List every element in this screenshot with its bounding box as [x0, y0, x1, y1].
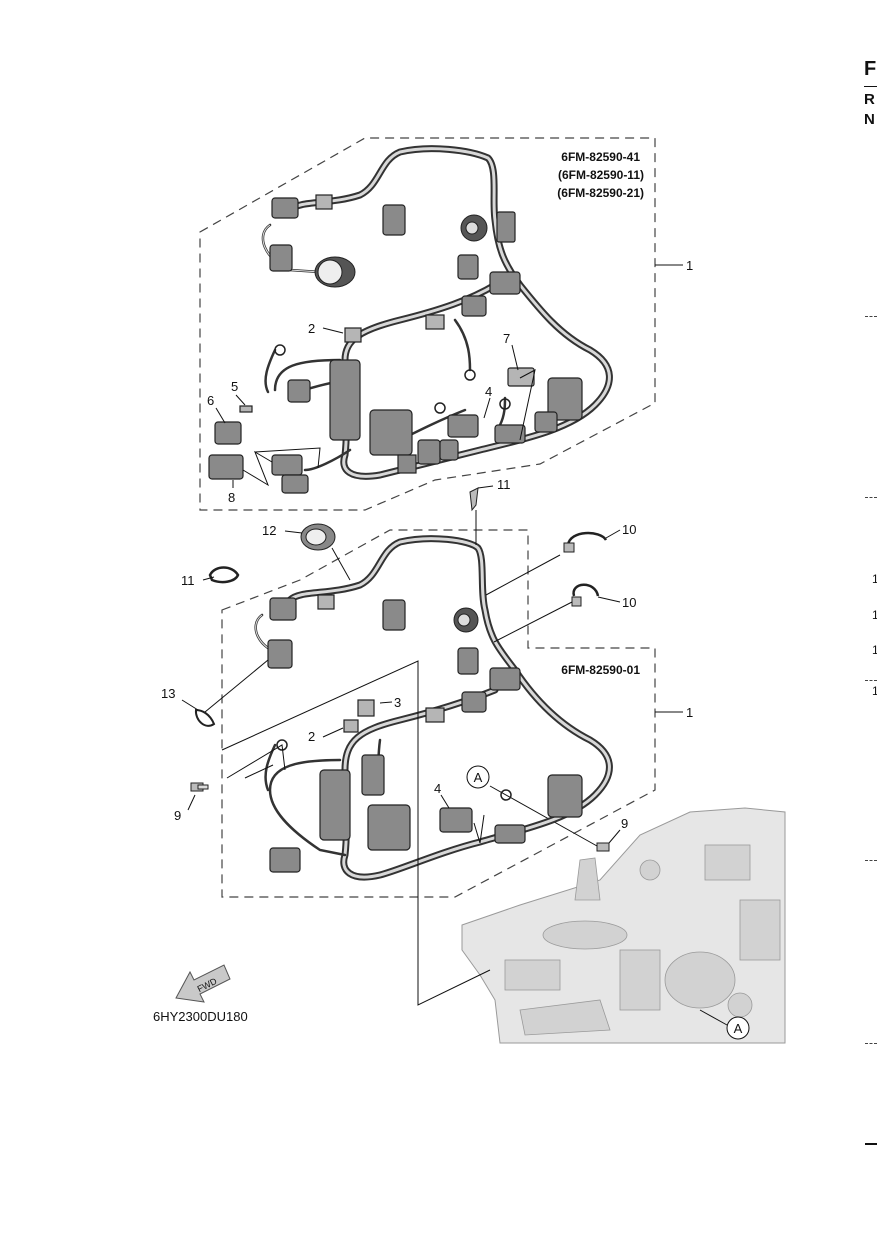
callout-12: 12 — [262, 523, 276, 538]
callout-4-lower: 4 — [434, 781, 441, 796]
callout-4-upper: 4 — [485, 384, 492, 399]
edge-mark-4: 1 — [872, 684, 877, 698]
edge-letter-r: R — [864, 91, 875, 108]
callout-1-lower: 1 — [686, 705, 693, 720]
edge-rule — [864, 86, 877, 87]
callout-9-left: 9 — [174, 808, 181, 823]
reference-a-marks: A A — [466, 765, 750, 1040]
upper-part-number-3: (6FM-82590-21) — [557, 186, 644, 200]
callout-1-upper: 1 — [686, 258, 693, 273]
callout-13: 13 — [161, 686, 175, 701]
callout-8: 8 — [228, 490, 235, 505]
callout-2-lower: 2 — [308, 729, 315, 744]
edge-tick-e — [865, 1043, 877, 1044]
edge-tick-b — [865, 497, 877, 498]
upper-part-number-1: 6FM-82590-41 — [561, 150, 640, 164]
upper-wiring-harness — [208, 145, 613, 494]
ref-a-engine: A — [734, 1021, 743, 1036]
callout-11-upper: 11 — [497, 477, 511, 492]
upper-assembly-boundary — [199, 137, 656, 511]
callout-10-upper: 10 — [622, 522, 636, 537]
edge-tick-d — [865, 860, 877, 861]
lower-wiring-harness — [254, 535, 613, 881]
edge-letter-f: F — [864, 58, 877, 80]
callout-10-lower: 10 — [622, 595, 636, 610]
callout-2-upper: 2 — [308, 321, 315, 336]
edge-mark-2: 1 — [872, 608, 877, 622]
edge-mark-1: 1 — [872, 572, 877, 586]
edge-tick-a — [865, 316, 877, 317]
edge-letter-n: N — [864, 111, 875, 128]
diagram-code: 6HY2300DU180 — [153, 1009, 248, 1024]
lower-leader-lines — [204, 510, 683, 1006]
upper-leader-lines — [215, 264, 683, 488]
callout-3: 3 — [394, 695, 401, 710]
engine-block — [461, 807, 786, 1044]
callout-9-right: 9 — [621, 816, 628, 831]
ref-a-upper: A — [474, 770, 483, 785]
lower-part-number-1: 6FM-82590-01 — [561, 663, 640, 677]
callout-6: 6 — [207, 393, 214, 408]
edge-tick-f — [865, 1143, 877, 1145]
upper-part-numbers: 6FM-82590-41 (6FM-82590-11) (6FM-82590-2… — [557, 150, 644, 200]
lower-part-numbers: 6FM-82590-01 — [561, 663, 640, 677]
callout-labels: 1 2 5 6 7 4 8 11 12 10 11 10 13 3 1 2 4 … — [161, 258, 693, 831]
edge-mark-3: 1 — [872, 643, 877, 657]
edge-tick-c — [865, 680, 877, 681]
loose-parts — [181, 485, 728, 1026]
callout-7: 7 — [503, 331, 510, 346]
lower-assembly-boundary — [221, 529, 656, 898]
callout-11-lower: 11 — [181, 573, 195, 588]
fwd-arrow-icon: FWD — [175, 964, 231, 1003]
callout-5: 5 — [231, 379, 238, 394]
upper-part-number-2: (6FM-82590-11) — [558, 168, 644, 182]
